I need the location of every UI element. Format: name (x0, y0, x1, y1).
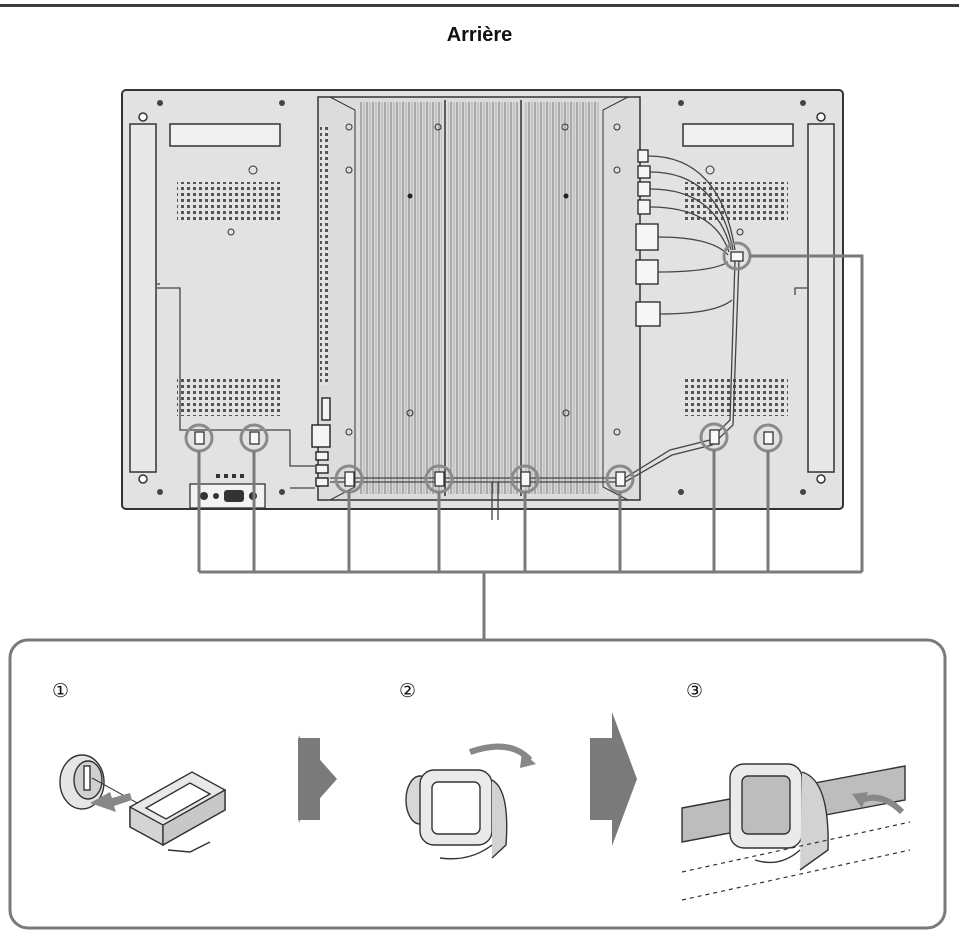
heatsink (318, 97, 640, 500)
step-number-1: ① (52, 680, 69, 702)
next-arrow-2 (590, 712, 637, 846)
left-handle (130, 113, 156, 483)
left-slot (170, 124, 280, 146)
right-slot (683, 124, 793, 146)
step2-clamp-fold (406, 747, 536, 859)
vent-grid (177, 182, 282, 220)
step3-clamp-closed (682, 764, 910, 900)
step1-clamp-insert (60, 755, 225, 852)
vent-grid (177, 378, 282, 416)
monitor-rear-panel (122, 90, 843, 520)
vent-grid (683, 378, 788, 416)
step-number-2: ② (399, 680, 416, 702)
step-number-3: ③ (686, 680, 703, 702)
next-arrow-1-body (298, 738, 320, 820)
right-handle (808, 113, 834, 483)
